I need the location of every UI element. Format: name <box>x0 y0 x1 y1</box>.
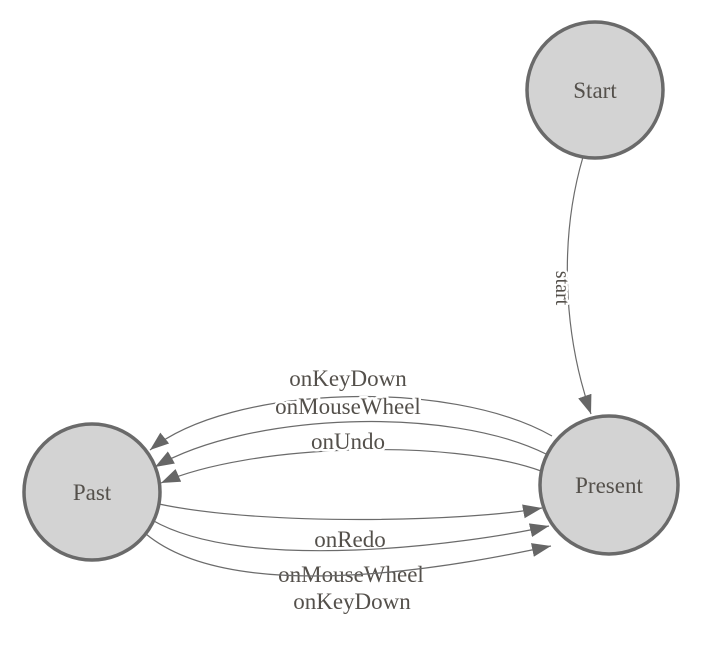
edge-layer: start onKeyDown onMouseWheel onUndo onRe… <box>145 156 592 617</box>
edge-label-start: start <box>551 271 573 306</box>
state-node-past-circle[interactable] <box>22 422 162 562</box>
state-node-past-label: Past <box>73 480 112 505</box>
edge-path <box>154 421 547 468</box>
edge-start-to-present: start <box>549 156 592 415</box>
edge-path <box>160 448 542 484</box>
state-node-start-label: Start <box>573 78 617 103</box>
edge-label-onmousewheel-top: onMouseWheel <box>275 394 421 419</box>
edge-past-to-present-onkeydown: onKeyDown <box>145 533 552 617</box>
edge-path <box>158 503 543 521</box>
state-node-start[interactable]: Start <box>525 20 665 160</box>
edge-label-onundo: onUndo <box>311 429 385 454</box>
state-node-present-label: Present <box>575 473 643 498</box>
edge-past-to-present-onredo: onRedo <box>158 503 543 555</box>
edge-past-to-present-onmousewheel: onMouseWheel <box>151 519 550 590</box>
edge-label-onmousewheel-bottom: onMouseWheel <box>278 562 424 587</box>
node-layer: Start Past Present <box>22 20 680 562</box>
edge-path <box>566 156 592 415</box>
edge-path <box>149 396 553 451</box>
edge-path <box>151 519 550 552</box>
edge-path <box>145 533 552 577</box>
state-node-present-circle[interactable] <box>538 414 680 556</box>
edge-label-onkeydown-top: onKeyDown <box>289 366 407 391</box>
edge-present-to-past-onkeydown: onKeyDown <box>149 364 553 451</box>
state-node-past[interactable]: Past <box>22 422 162 562</box>
state-node-present[interactable]: Present <box>538 414 680 556</box>
edge-label-onredo: onRedo <box>314 527 386 552</box>
state-node-start-circle[interactable] <box>525 20 665 160</box>
edge-label-onkeydown-bottom: onKeyDown <box>293 589 411 614</box>
edge-present-to-past-onmousewheel: onMouseWheel <box>154 392 547 468</box>
edge-present-to-past-onundo: onUndo <box>160 427 542 484</box>
